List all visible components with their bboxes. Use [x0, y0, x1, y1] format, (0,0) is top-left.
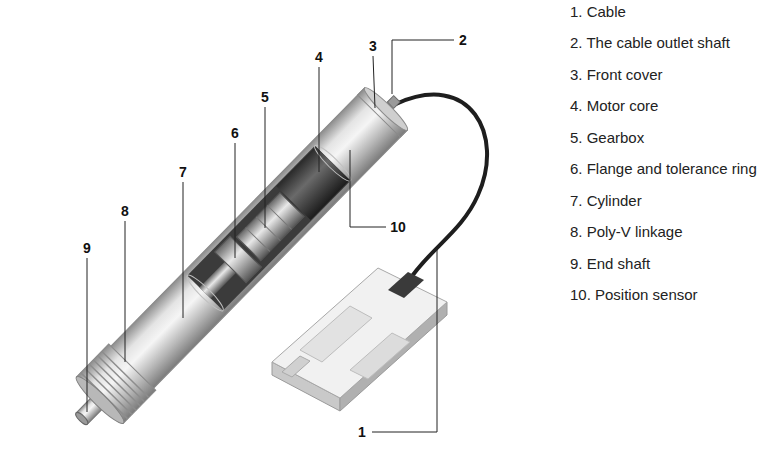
shaft-tip: [74, 411, 90, 426]
leader-line: [392, 40, 454, 94]
callout-number: 9: [83, 241, 91, 255]
box-top: [272, 268, 447, 398]
leader-line: [373, 56, 375, 108]
cut-edge: [184, 272, 227, 314]
callout-number: 10: [390, 220, 406, 234]
callout-number: 1: [358, 425, 366, 439]
callout-number: 2: [459, 33, 467, 47]
callout-number: 5: [261, 90, 269, 104]
part-name: 7. Cylinder: [570, 192, 642, 210]
leader-line: [265, 107, 266, 228]
part-name: 6. Flange and tolerance ring: [570, 160, 757, 178]
part-name: 4. Motor core: [570, 97, 658, 115]
leader-line: [87, 258, 88, 412]
leader-line: [125, 221, 126, 362]
callout-number: 3: [369, 39, 377, 53]
callout-number: 8: [121, 204, 129, 218]
leader-line: [350, 150, 386, 227]
part-name: 1. Cable: [570, 3, 626, 21]
cut-edge: [311, 142, 354, 184]
callout-number: 4: [315, 50, 323, 64]
leader-line: [235, 143, 236, 258]
cutaway-window: [187, 146, 350, 311]
part-name: 9. End shaft: [570, 255, 650, 273]
gear-lines: [246, 205, 292, 251]
part-name: 8. Poly-V linkage: [570, 223, 683, 241]
motor-core: [276, 146, 349, 220]
terminal-block: [282, 356, 310, 377]
part-name: 5. Gearbox: [570, 129, 644, 147]
part-name: 2. The cable outlet shaft: [570, 34, 730, 52]
box-label: [300, 306, 372, 362]
leader-line: [319, 67, 320, 172]
front-face: [361, 84, 411, 133]
connector: [388, 272, 424, 298]
roller-motor: [56, 82, 413, 444]
terminal-block: [350, 333, 410, 379]
controller-box: [272, 268, 447, 411]
end-face: [72, 373, 127, 428]
leader-lines: [87, 40, 454, 432]
cable-outlet-shaft: [387, 96, 400, 109]
leader-line: [372, 248, 437, 432]
leader-line: [183, 182, 184, 318]
part-name: 3. Front cover: [570, 66, 663, 84]
cable: [396, 95, 487, 282]
part-name: 10. Position sensor: [570, 286, 698, 304]
callout-number: 6: [231, 126, 239, 140]
callout-number: 7: [179, 165, 187, 179]
